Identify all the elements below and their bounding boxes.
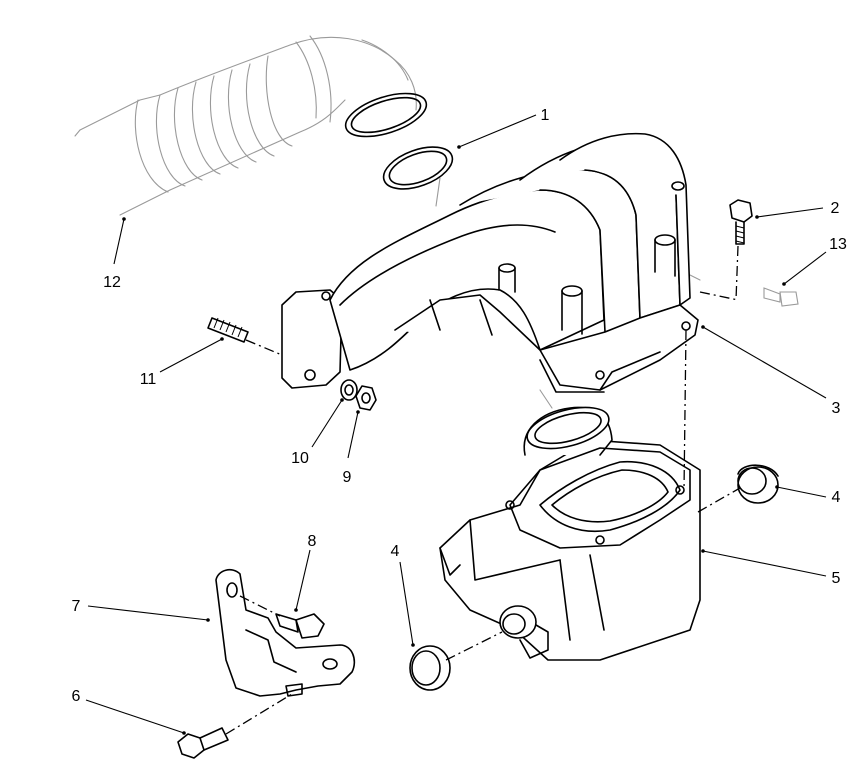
callout-4-right: 4 [832, 489, 841, 506]
callout-labels: 1 2 3 4 4 5 6 7 8 9 10 11 12 13 [72, 107, 847, 705]
callout-5: 5 [832, 570, 841, 587]
callout-4-left: 4 [391, 543, 400, 560]
bolt-8-part [275, 613, 325, 639]
callout-1: 1 [541, 107, 550, 124]
callout-7: 7 [72, 598, 81, 615]
callout-8: 8 [308, 533, 317, 550]
callout-12: 12 [103, 274, 121, 291]
nut-part [355, 385, 377, 411]
manifold-part [281, 132, 699, 393]
washer-part [340, 379, 358, 401]
callout-2: 2 [831, 200, 840, 217]
callout-13: 13 [829, 236, 847, 253]
cap-right-part [737, 464, 779, 504]
plenum-box-part [439, 406, 701, 661]
clamp-ring-part [344, 92, 454, 190]
callout-9: 9 [343, 469, 352, 486]
callout-11: 11 [140, 371, 157, 388]
bracket-part [215, 568, 356, 697]
cap-left-part [409, 645, 451, 691]
stud-part [207, 317, 249, 343]
callout-6: 6 [72, 688, 81, 705]
callout-10: 10 [291, 450, 309, 467]
bolt-13-part [763, 287, 799, 307]
bolt-6-part [177, 727, 229, 759]
callout-3: 3 [832, 400, 841, 417]
leader-lines [85, 114, 827, 735]
exhaust-pipe-part [74, 35, 701, 409]
assembly-lines [225, 245, 741, 735]
bolt-2-part [729, 199, 753, 245]
